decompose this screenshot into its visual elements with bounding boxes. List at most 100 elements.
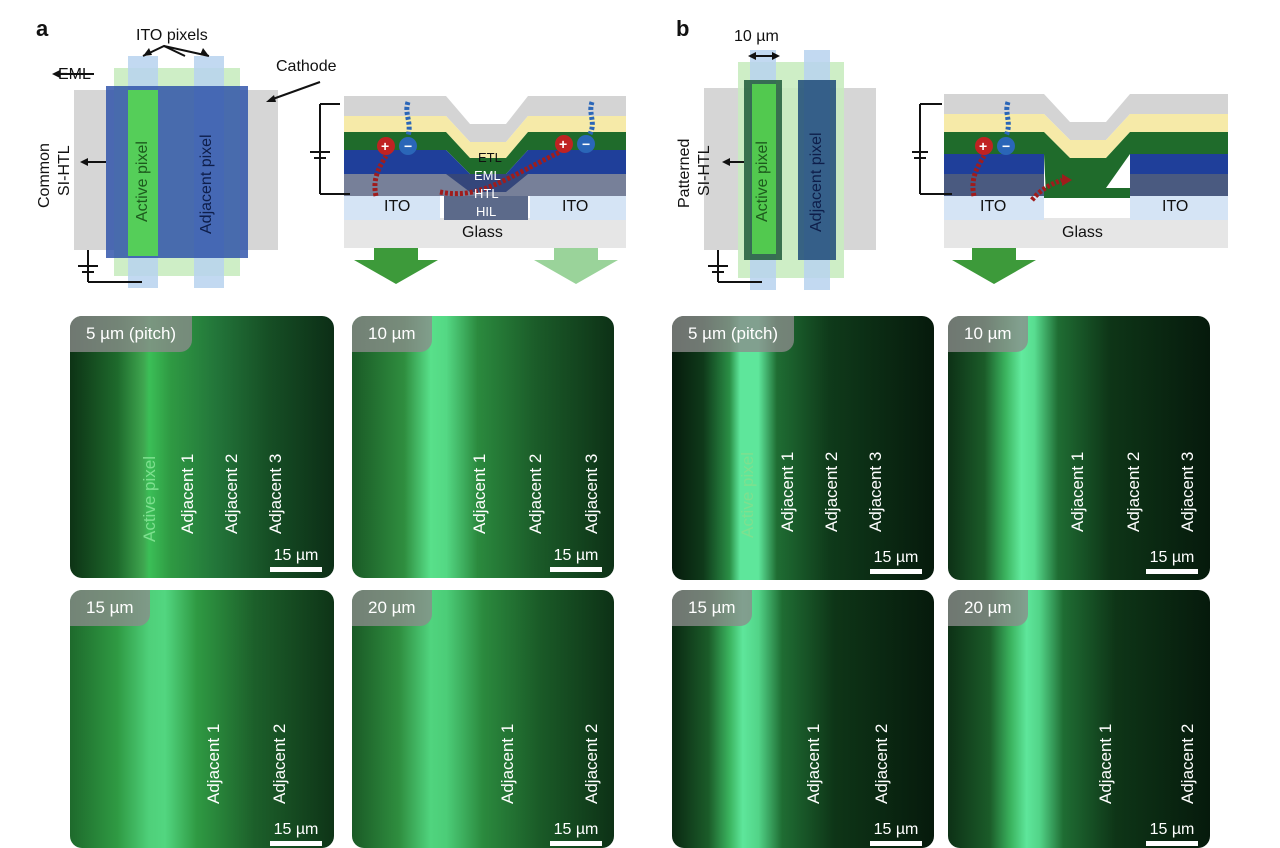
label-adjacent-1: Adjacent 1 [804, 723, 823, 804]
label-adjacent-2: Adjacent 2 [1178, 723, 1197, 804]
width-label: 10 µm [734, 28, 779, 45]
etl-label: ETL [478, 150, 502, 165]
label-adjacent-3: Adjacent 3 [1178, 451, 1197, 532]
label-active-pixel: Active pixel [738, 452, 757, 538]
micrograph-b-15um: 15 µm Adjacent 1 Adjacent 2 15 µm [672, 590, 934, 848]
label-adjacent-1: Adjacent 1 [204, 723, 223, 804]
cathode-label: Cathode [276, 58, 337, 75]
ito-right [530, 196, 626, 220]
scale-bar: 15 µm [550, 821, 602, 846]
pitch-tag: 20 µm [352, 590, 432, 626]
label-adjacent-2: Adjacent 2 [1124, 451, 1143, 532]
micrograph-a-20um: 20 µm Adjacent 1 Adjacent 2 15 µm [352, 590, 614, 848]
glass-layer [344, 218, 626, 248]
panel-a-cross-section: + − + − [310, 96, 626, 284]
panel-a-letter: a [36, 16, 49, 41]
ito-left [344, 196, 440, 220]
ito-left-label: ITO [384, 198, 411, 215]
label-adjacent-1: Adjacent 1 [470, 453, 489, 534]
svg-text:−: − [582, 136, 590, 152]
svg-text:−: − [404, 138, 412, 154]
etl-layer-xs [944, 114, 1228, 158]
eml-label: EML [58, 66, 91, 83]
micrograph-b-20um: 20 µm Adjacent 1 Adjacent 2 15 µm [948, 590, 1210, 848]
adjacent-pixel-label: Adjacent pixel [808, 132, 825, 232]
common-si-htl-label-line1: Common [36, 143, 53, 208]
label-adjacent-3: Adjacent 3 [582, 453, 601, 534]
eml-stack-label: EML [474, 168, 501, 183]
ito-right-label: ITO [562, 198, 589, 215]
panel-a-device-topview [52, 44, 321, 288]
micrograph-a-10um: 10 µm Adjacent 1 Adjacent 2 Adjacent 3 1… [352, 316, 614, 578]
cathode-layer-xs [944, 94, 1228, 140]
cathode-layer-xs [344, 96, 626, 142]
patterned-si-htl-label-line1: Patterned [676, 138, 693, 208]
patterned-si-htl-label-line2: SI-HTL [696, 145, 713, 196]
scale-bar: 15 µm [550, 547, 602, 572]
label-adjacent-2: Adjacent 2 [526, 453, 545, 534]
micrograph-b-10um: 10 µm Adjacent 1 Adjacent 2 Adjacent 3 1… [948, 316, 1210, 580]
htl-layer-xs [344, 150, 626, 192]
adjacent-pixel-htl [798, 80, 836, 260]
label-adjacent-2: Adjacent 2 [222, 453, 241, 534]
pitch-tag: 15 µm [672, 590, 752, 626]
glass-layer [944, 218, 1228, 248]
micrograph-a-15um: 15 µm Adjacent 1 Adjacent 2 15 µm [70, 590, 334, 848]
label-adjacent-3: Adjacent 3 [266, 453, 285, 534]
panel-b-cross-section: + − [912, 94, 1228, 284]
label-adjacent-2: Adjacent 2 [872, 723, 891, 804]
emission-arrow-left [354, 248, 438, 284]
active-pixel-label: Active pixel [134, 141, 151, 222]
hil-layer [444, 196, 528, 220]
emission-arrow [952, 248, 1036, 284]
label-adjacent-1: Adjacent 1 [498, 723, 517, 804]
scale-bar: 15 µm [870, 821, 922, 846]
ito-left [944, 196, 1044, 220]
label-active-pixel: Active pixel [140, 456, 159, 542]
adjacent-pixel-label: Adjacent pixel [198, 134, 215, 234]
label-adjacent-1: Adjacent 1 [778, 451, 797, 532]
scale-bar: 15 µm [1146, 549, 1198, 574]
ito-right-label: ITO [1162, 198, 1189, 215]
scale-bar: 15 µm [270, 547, 322, 572]
pitch-tag: 10 µm [948, 316, 1028, 352]
glass-label: Glass [462, 224, 503, 241]
hil-label: HIL [476, 204, 497, 219]
panel-b-device-topview [704, 50, 876, 290]
pitch-tag: 5 µm (pitch) [70, 316, 193, 352]
eml-layer-xs [944, 132, 1228, 196]
cathode-layer [106, 86, 248, 258]
etl-layer-xs [344, 116, 626, 158]
common-si-htl-label-line2: SI-HTL [56, 145, 73, 196]
active-pixel-label: Active pixel [754, 141, 771, 222]
ito-left-label: ITO [980, 198, 1007, 215]
emission-arrow-right [534, 248, 618, 284]
micrograph-b-5um: 5 µm (pitch) Active pixel Adjacent 1 Adj… [672, 316, 934, 580]
pitch-tag: 5 µm (pitch) [672, 316, 795, 352]
label-adjacent-2: Adjacent 2 [822, 451, 841, 532]
label-adjacent-3: Adjacent 3 [866, 451, 885, 532]
micrograph-a-5um: 5 µm (pitch) Active pixel Adjacent 1 Adj… [70, 316, 334, 578]
label-adjacent-1: Adjacent 1 [178, 453, 197, 534]
scale-bar: 15 µm [270, 821, 322, 846]
label-adjacent-1: Adjacent 1 [1096, 723, 1115, 804]
scale-bar: 15 µm [1146, 821, 1198, 846]
svg-text:+: + [381, 138, 389, 154]
pitch-tag: 10 µm [352, 316, 432, 352]
ito-right [1130, 196, 1228, 220]
htl-left [944, 154, 1044, 174]
pitch-tag: 20 µm [948, 590, 1028, 626]
htl-label: HTL [474, 186, 499, 201]
svg-text:−: − [1002, 138, 1010, 154]
active-pixel-emission [752, 84, 776, 254]
active-pixel-emission [128, 90, 158, 256]
scale-bar: 15 µm [870, 549, 922, 574]
label-adjacent-1: Adjacent 1 [1068, 451, 1087, 532]
label-adjacent-2: Adjacent 2 [582, 723, 601, 804]
htl-right [1130, 154, 1228, 174]
svg-text:+: + [979, 138, 987, 154]
svg-text:+: + [559, 136, 567, 152]
pitch-tag: 15 µm [70, 590, 150, 626]
ito-pixels-label: ITO pixels [136, 27, 208, 44]
glass-label: Glass [1062, 224, 1103, 241]
